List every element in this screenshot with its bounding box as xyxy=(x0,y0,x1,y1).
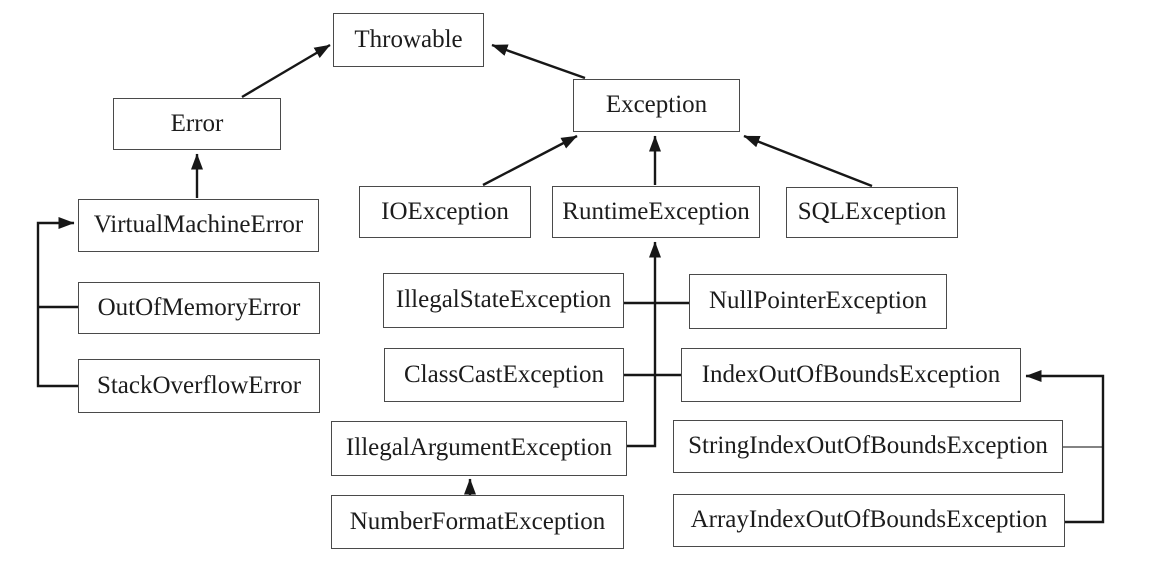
class-node-label: StackOverflowError xyxy=(96,371,302,399)
node-class-cast-exception: ClassCastException xyxy=(384,348,624,402)
class-node-label: Throwable xyxy=(354,25,463,53)
edge-sql-exception-to-exception xyxy=(743,134,873,188)
class-node-label: OutOfMemoryError xyxy=(97,293,301,321)
node-sql-exception: SQLException xyxy=(786,187,958,238)
class-node-label: NullPointerException xyxy=(708,287,928,314)
node-runtime-exception: RuntimeException xyxy=(552,186,760,238)
class-node-label: IllegalStateException xyxy=(395,286,612,313)
node-array-index-out-of-bounds-exception: ArrayIndexOutOfBoundsException xyxy=(673,494,1065,547)
edge-array-index-to-index-out-of-bounds xyxy=(1025,370,1105,524)
node-error: Error xyxy=(113,98,281,150)
class-node-label: VirtualMachineError xyxy=(93,211,304,238)
edge-stack-overflow-error-to-virtual-machine-error xyxy=(36,217,78,388)
node-virtual-machine-error: VirtualMachineError xyxy=(78,199,319,252)
node-index-out-of-bounds-exception: IndexOutOfBoundsException xyxy=(681,348,1021,402)
class-node-label: SQLException xyxy=(797,198,947,225)
edge-exception-to-throwable xyxy=(491,43,586,80)
class-node-label: IllegalArgumentException xyxy=(345,434,613,461)
node-exception: Exception xyxy=(573,79,740,132)
class-node-label: IOException xyxy=(381,197,509,225)
edge-io-exception-to-exception xyxy=(482,134,578,187)
node-string-index-out-of-bounds-exception: StringIndexOutOfBoundsException xyxy=(673,420,1063,473)
class-node-label: StringIndexOutOfBoundsException xyxy=(688,432,1048,459)
class-node-label: RuntimeException xyxy=(562,197,750,225)
class-node-label: Error xyxy=(170,109,224,137)
node-throwable: Throwable xyxy=(333,13,484,67)
node-stack-overflow-error: StackOverflowError xyxy=(78,359,320,413)
class-node-label: IndexOutOfBoundsException xyxy=(701,360,1001,388)
edge-error-to-throwable xyxy=(241,43,331,99)
edge-illegal-argument-to-runtime-exception xyxy=(627,241,661,448)
node-null-pointer-exception: NullPointerException xyxy=(689,274,947,329)
node-illegal-argument-exception: IllegalArgumentException xyxy=(331,421,627,476)
class-node-label: ClassCastException xyxy=(404,360,604,388)
class-node-label: ArrayIndexOutOfBoundsException xyxy=(690,506,1048,533)
node-io-exception: IOException xyxy=(359,186,531,238)
node-number-format-exception: NumberFormatException xyxy=(331,495,624,549)
node-illegal-state-exception: IllegalStateException xyxy=(383,273,624,328)
node-out-of-memory-error: OutOfMemoryError xyxy=(78,282,320,334)
class-node-label: Exception xyxy=(605,91,708,118)
class-node-label: NumberFormatException xyxy=(349,507,606,535)
